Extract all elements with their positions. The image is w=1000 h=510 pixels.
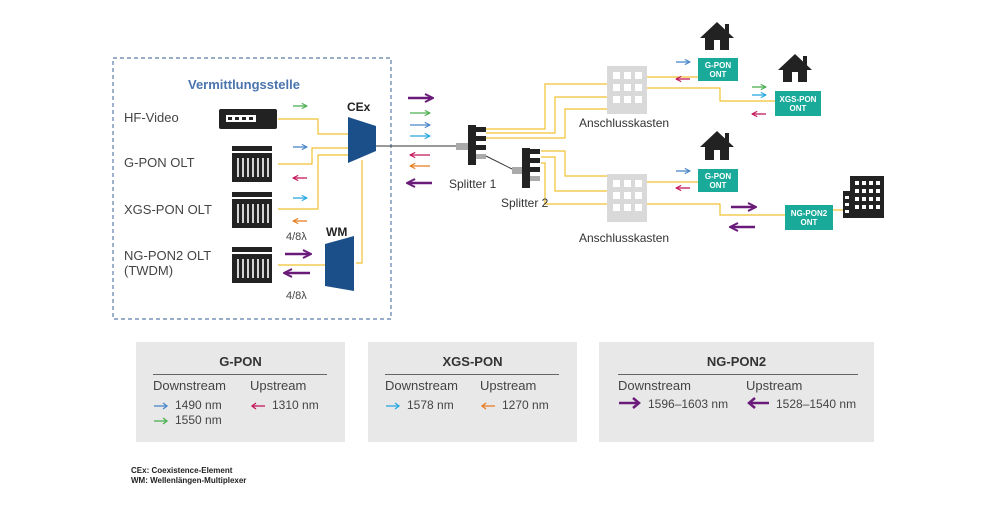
svg-text:G-PON: G-PON	[705, 172, 731, 181]
cabinet-bottom-label: Anschlusskasten	[579, 231, 669, 245]
legend-xgs-downstream: Downstream	[385, 378, 458, 393]
footnote-wm: WM: Wellenlängen-Multiplexer	[131, 476, 247, 485]
cyan-arrow-icon	[386, 402, 401, 410]
xgs-pon-olt-device	[232, 192, 272, 228]
legend-xgs-up-1: 1270 nm	[480, 398, 549, 412]
svg-text:XGS-PON: XGS-PON	[780, 95, 817, 104]
blue-arrow-icon	[154, 402, 169, 410]
exchange-box	[112, 57, 392, 320]
svg-text:ONT: ONT	[710, 181, 727, 190]
ont-gpon-1: G-PON ONT	[698, 58, 738, 81]
legend-ngpon2: NG-PON2 Downstream Upstream 1596–1603 nm…	[599, 342, 874, 442]
splitter-2	[512, 148, 540, 188]
device-label-twdm: (TWDM)	[124, 263, 173, 278]
wm-element	[325, 236, 354, 291]
legend-ngpon2-upstream: Upstream	[746, 378, 803, 393]
legend-gpon-up-1: 1310 nm	[250, 398, 319, 412]
splitter-1	[456, 125, 486, 165]
house-icon	[700, 22, 734, 50]
customer-arrows	[676, 62, 766, 227]
legend-gpon-downstream: Downstream	[153, 378, 226, 393]
legend-xgs-down-1: 1578 nm	[385, 398, 454, 412]
purple-arrow-icon	[619, 397, 641, 409]
splitter-1-label: Splitter 1	[449, 177, 497, 191]
splitter-2-label: Splitter 2	[501, 196, 549, 210]
legend-ngpon2-title: NG-PON2	[706, 354, 767, 369]
exchange-fibers	[278, 118, 363, 266]
house-icon	[700, 131, 734, 160]
legend-ngpon2-downstream: Downstream	[618, 378, 691, 393]
lambda-label-top: 4/8λ	[286, 231, 307, 243]
legend-gpon-upstream: Upstream	[250, 378, 307, 393]
legend-ngpon2-down-1: 1596–1603 nm	[618, 396, 728, 411]
ont-ngpon2: NG-PON2 ONT	[785, 205, 833, 230]
distribution-fibers	[486, 76, 785, 216]
device-label-hf-video: HF-Video	[124, 110, 179, 125]
svg-text:ONT: ONT	[801, 218, 818, 227]
device-label-xgs-pon-olt: XGS-PON OLT	[124, 202, 212, 217]
hf-video-device	[219, 109, 277, 129]
splitter-link	[485, 155, 513, 170]
ont-gpon-2: G-PON ONT	[698, 169, 738, 192]
cex-label: CEx	[347, 100, 371, 114]
legend-gpon: G-PON Downstream Upstream 1490 nm 1550 n…	[136, 342, 345, 442]
svg-text:ONT: ONT	[790, 104, 807, 113]
device-label-ngpon2-olt: NG-PON2 OLT	[124, 248, 211, 263]
ngpon2-olt-device	[232, 247, 272, 283]
legend-xgs-pon: XGS-PON Downstream Upstream 1578 nm 1270…	[368, 342, 577, 442]
red-arrow-icon	[250, 402, 265, 410]
trunk-arrows	[408, 98, 432, 183]
legend-gpon-down-1: 1490 nm	[153, 398, 222, 412]
office-building-icon	[843, 176, 884, 218]
legend-gpon-title: G-PON	[219, 354, 262, 369]
legend-xgs-upstream: Upstream	[480, 378, 537, 393]
orange-arrow-icon	[480, 402, 495, 410]
legend-xgs-title: XGS-PON	[442, 354, 503, 369]
svg-text:NG-PON2: NG-PON2	[791, 209, 828, 218]
house-icon	[778, 54, 812, 82]
ont-xgs-pon: XGS-PON ONT	[775, 91, 821, 116]
wm-label: WM	[326, 225, 347, 239]
lambda-label-bottom: 4/8λ	[286, 290, 307, 302]
device-label-gpon-olt: G-PON OLT	[124, 155, 195, 170]
footnote-cex: CEx: Coexistence-Element	[131, 466, 233, 475]
purple-arrow-left-icon	[747, 397, 769, 409]
svg-text:G-PON: G-PON	[705, 61, 731, 70]
legend-ngpon2-up-1: 1528–1540 nm	[746, 396, 856, 411]
cabinet-bottom	[607, 174, 647, 222]
cex-element	[348, 117, 376, 163]
legend-gpon-down-2: 1550 nm	[153, 413, 222, 427]
cabinet-top-label: Anschlusskasten	[579, 116, 669, 130]
svg-text:ONT: ONT	[710, 70, 727, 79]
green-arrow-icon	[154, 417, 169, 425]
gpon-olt-device	[232, 146, 272, 182]
exchange-title: Vermittlungsstelle	[188, 77, 300, 92]
cabinet-top	[607, 66, 647, 114]
